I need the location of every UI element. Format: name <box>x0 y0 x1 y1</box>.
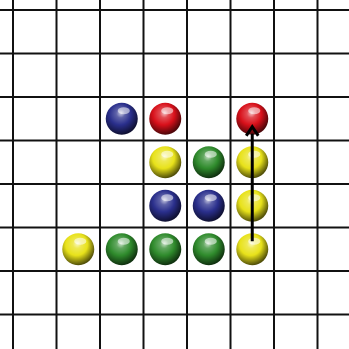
board-cell[interactable] <box>100 54 144 98</box>
board-cell[interactable] <box>57 97 101 141</box>
board-cell[interactable] <box>318 10 349 54</box>
board-cell[interactable] <box>318 228 349 272</box>
board-cell[interactable] <box>13 228 57 272</box>
board-cell[interactable] <box>100 184 144 228</box>
board-cell[interactable] <box>274 315 318 349</box>
blue-ball[interactable] <box>149 190 181 222</box>
board-cell[interactable] <box>144 54 188 98</box>
board-cells[interactable] <box>13 10 349 349</box>
board-cell[interactable] <box>231 271 275 315</box>
board-cell[interactable] <box>144 271 188 315</box>
board-cell[interactable] <box>13 10 57 54</box>
board-cell[interactable] <box>13 54 57 98</box>
board-cell[interactable] <box>231 315 275 349</box>
board-cell[interactable] <box>57 54 101 98</box>
board-cell[interactable] <box>13 271 57 315</box>
board-cell[interactable] <box>318 54 349 98</box>
board-cell[interactable] <box>57 315 101 349</box>
board-cell[interactable] <box>231 10 275 54</box>
board-cell[interactable] <box>318 141 349 185</box>
board-cell[interactable] <box>187 54 231 98</box>
board-cell[interactable] <box>13 97 57 141</box>
yellow-ball[interactable] <box>149 146 181 178</box>
board-cell[interactable] <box>144 315 188 349</box>
yellow-ball[interactable] <box>62 233 94 265</box>
board-cell[interactable] <box>187 271 231 315</box>
board-cell[interactable] <box>100 271 144 315</box>
green-ball[interactable] <box>106 233 138 265</box>
board-cell[interactable] <box>100 141 144 185</box>
green-ball[interactable] <box>193 146 225 178</box>
board-cell[interactable] <box>318 97 349 141</box>
board-cell[interactable] <box>13 141 57 185</box>
red-ball[interactable] <box>149 103 181 135</box>
board-cell[interactable] <box>274 271 318 315</box>
board-cell[interactable] <box>144 10 188 54</box>
board-cell[interactable] <box>274 228 318 272</box>
blue-ball[interactable] <box>106 103 138 135</box>
board-cell[interactable] <box>187 10 231 54</box>
board-cell[interactable] <box>318 271 349 315</box>
board-cell[interactable] <box>274 54 318 98</box>
green-ball[interactable] <box>193 233 225 265</box>
board-cell[interactable] <box>100 10 144 54</box>
board-cell[interactable] <box>274 141 318 185</box>
board-cell[interactable] <box>187 97 231 141</box>
board-cell[interactable] <box>57 271 101 315</box>
red-ball[interactable] <box>236 103 268 135</box>
board-cell[interactable] <box>57 141 101 185</box>
board-cell[interactable] <box>57 10 101 54</box>
blue-ball[interactable] <box>193 190 225 222</box>
board-cell[interactable] <box>187 315 231 349</box>
board-cell[interactable] <box>274 97 318 141</box>
board-cell[interactable] <box>57 184 101 228</box>
board-cell[interactable] <box>13 184 57 228</box>
board-cell[interactable] <box>318 184 349 228</box>
board-cell[interactable] <box>13 315 57 349</box>
board-cell[interactable] <box>318 315 349 349</box>
board-cell[interactable] <box>274 184 318 228</box>
board-cell[interactable] <box>231 54 275 98</box>
board-cell[interactable] <box>100 315 144 349</box>
green-ball[interactable] <box>149 233 181 265</box>
board-cell[interactable] <box>274 10 318 54</box>
